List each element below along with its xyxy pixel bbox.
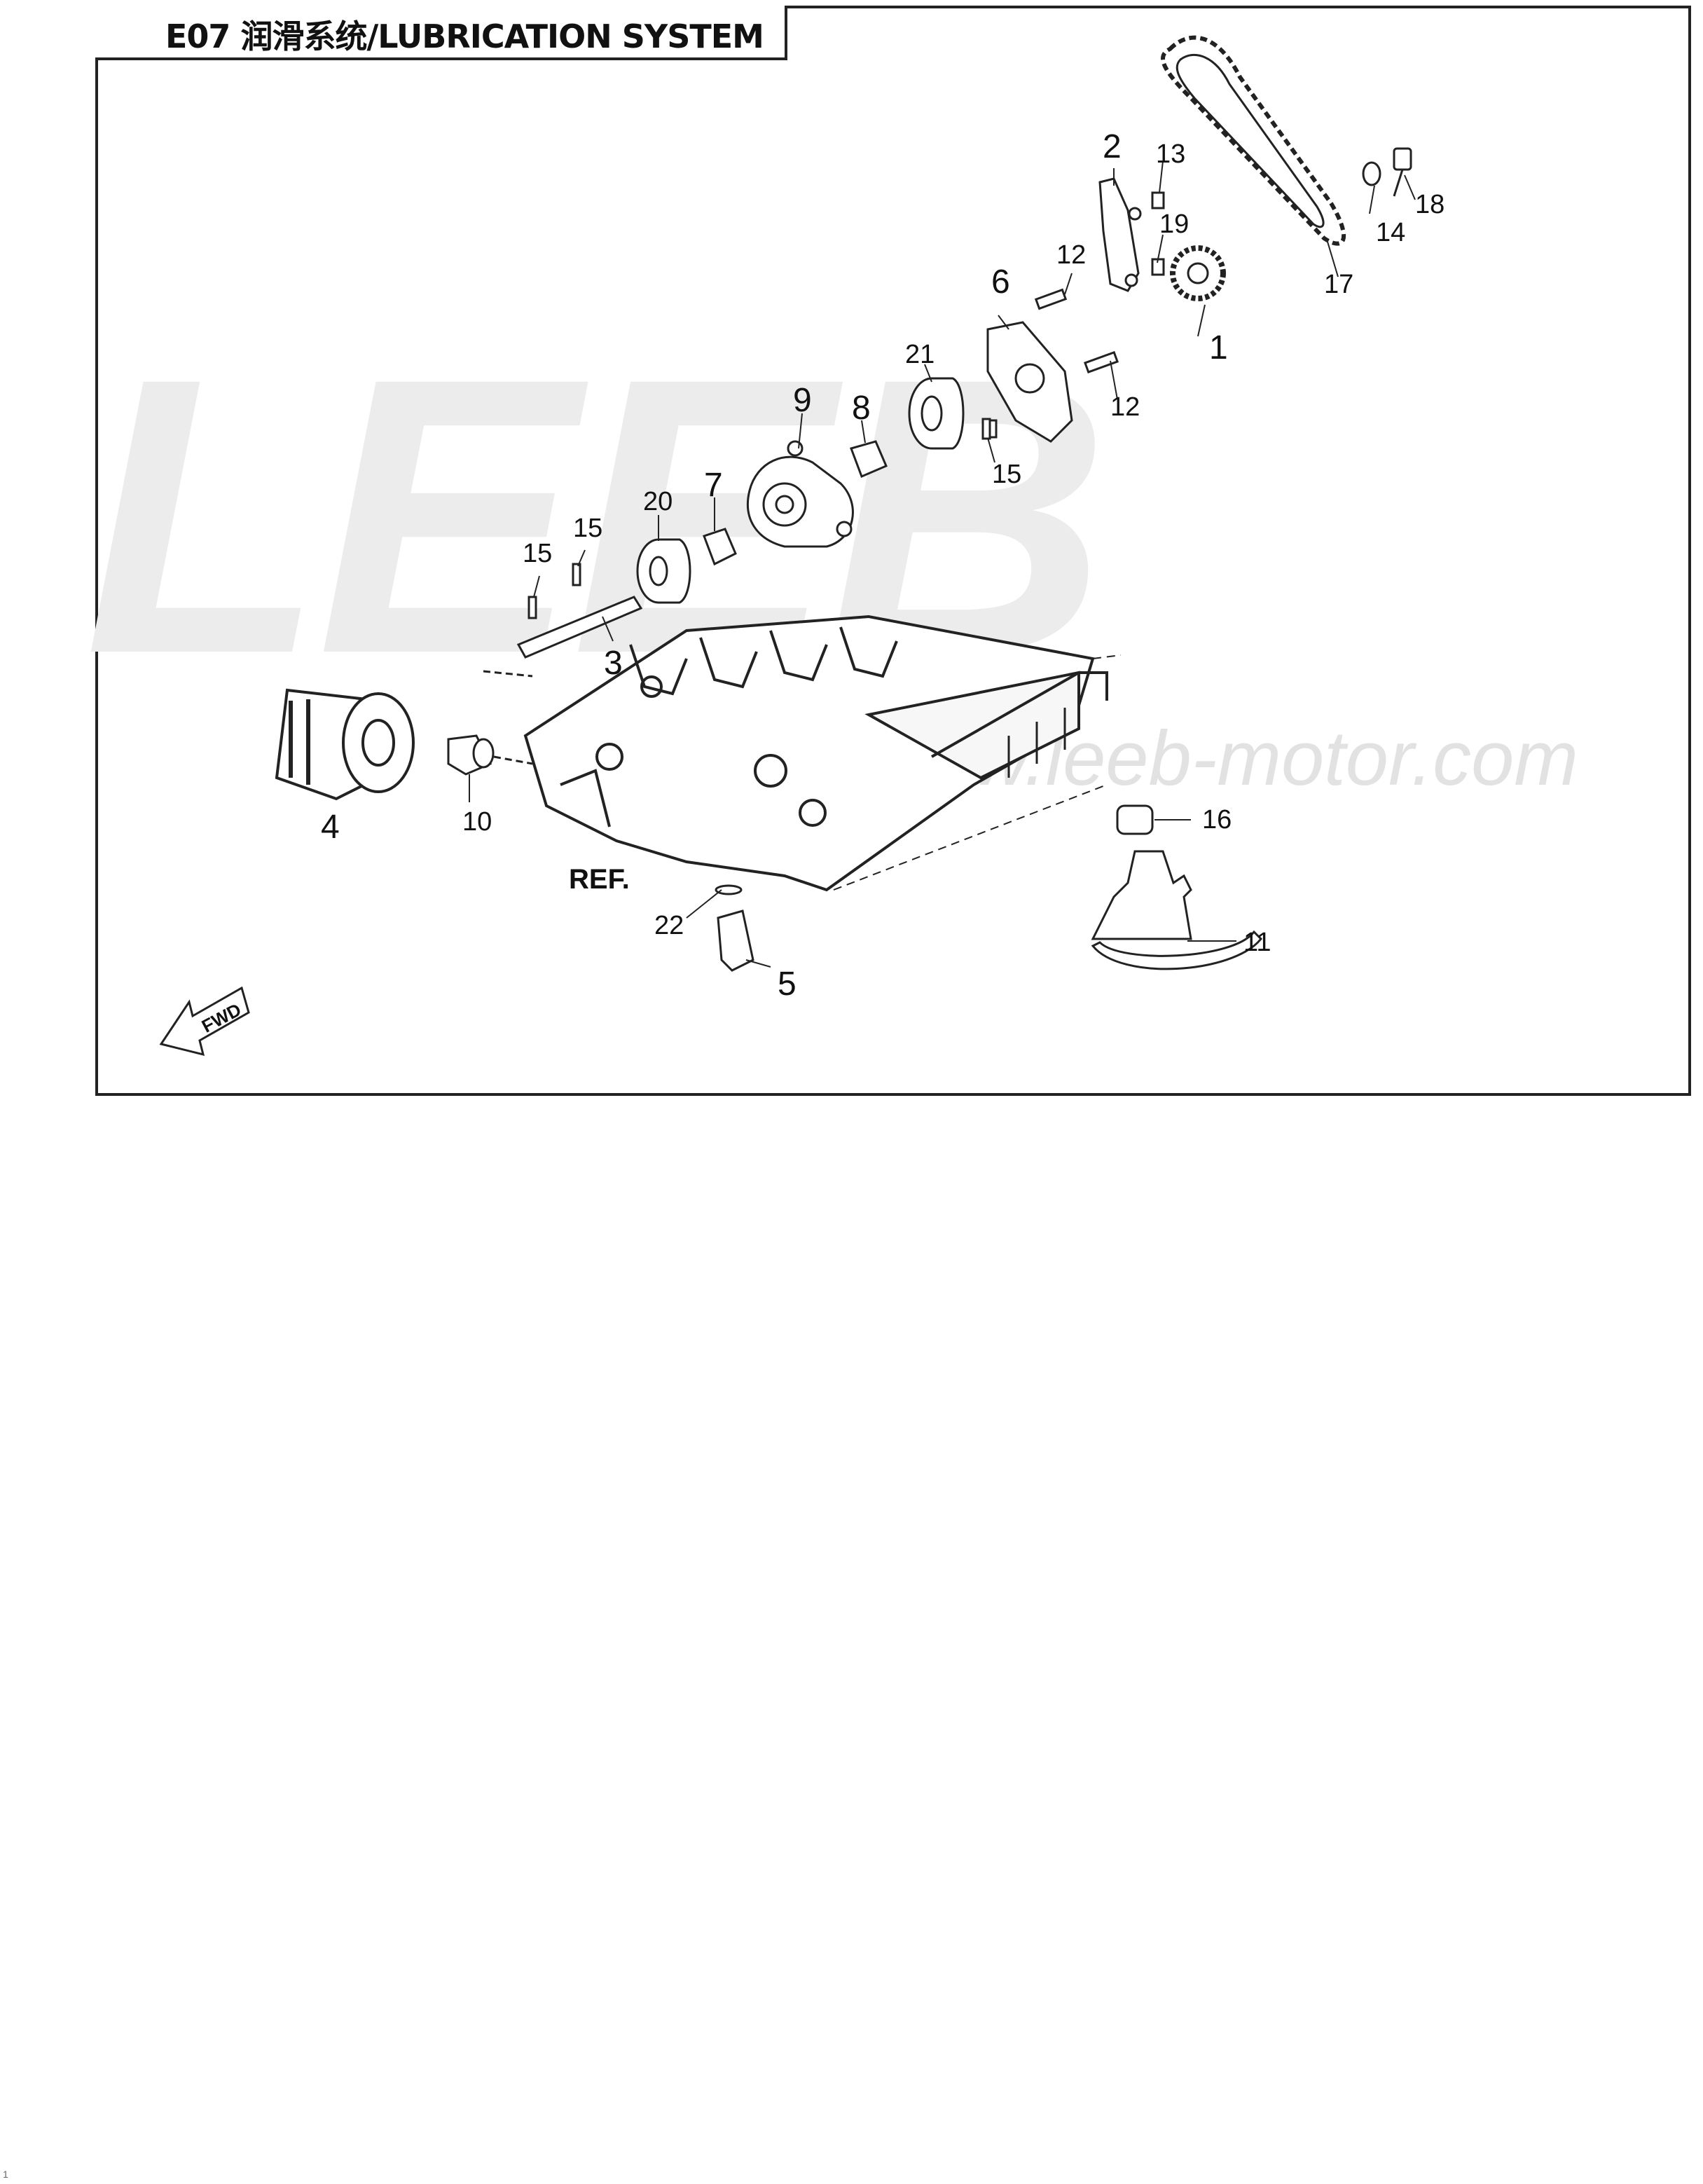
- callout-10: 10: [462, 807, 492, 837]
- lubrication-system-diagram: LEEB www.leeb-motor.com: [84, 35, 1578, 1057]
- callout-8: 8: [852, 390, 871, 427]
- callout-3: 3: [604, 645, 623, 682]
- part-callouts: 1 2 3 4 5 6 7 8 9 10 11 12 12 13 14 15 1…: [321, 128, 1445, 1003]
- inner-rotor-8: [850, 440, 888, 478]
- inner-rotor-7: [703, 528, 737, 566]
- union-bolt-10: [447, 734, 533, 776]
- callout-15-pump: 15: [992, 460, 1021, 489]
- oil-pump-sprocket-1: [1170, 245, 1226, 301]
- oil-filter-4: [275, 688, 415, 801]
- outer-rotor-21: [908, 377, 965, 450]
- callout-5: 5: [778, 966, 797, 1003]
- relief-valve-5: [715, 884, 754, 972]
- callout-20: 20: [643, 487, 673, 516]
- callout-6: 6: [991, 263, 1010, 301]
- callout-18: 18: [1415, 190, 1445, 219]
- oil-strainer-11: [1091, 804, 1263, 970]
- pump-cover-6: [986, 288, 1119, 443]
- callout-1: 1: [1209, 329, 1228, 366]
- callout-7: 7: [704, 467, 723, 504]
- callout-16: 16: [1202, 805, 1232, 835]
- callout-11: 11: [1243, 928, 1271, 957]
- chain-guide-2: [1098, 177, 1165, 292]
- forward-direction-arrow: FWD: [159, 986, 250, 1057]
- callout-17: 17: [1324, 270, 1353, 299]
- diagram-frame: [95, 6, 1691, 1096]
- callout-15-upper: 15: [573, 514, 602, 543]
- title-box: E07 润滑系统/LUBRICATION SYSTEM: [95, 6, 787, 60]
- callout-12-upper: 12: [1056, 240, 1086, 270]
- callout-21: 21: [905, 340, 935, 369]
- timing-chain: [1161, 35, 1346, 246]
- callout-9: 9: [793, 382, 812, 419]
- callout-12-lower: 12: [1110, 392, 1140, 422]
- pump-shaft-3: [483, 418, 991, 678]
- callout-19: 19: [1159, 210, 1189, 239]
- page-number: 1: [3, 2169, 8, 2180]
- leader-lines: [469, 160, 1416, 968]
- pump-body-9: [746, 440, 854, 548]
- callout-22: 22: [654, 911, 684, 940]
- page-title: E07 润滑系统/LUBRICATION SYSTEM: [165, 18, 764, 55]
- lower-crankcase: [523, 614, 1122, 892]
- callout-13: 13: [1156, 139, 1185, 169]
- bolt-18: [1362, 147, 1412, 197]
- callout-2: 2: [1103, 128, 1122, 165]
- outer-rotor-20: [636, 538, 691, 604]
- reference-label: REF.: [569, 864, 630, 895]
- callout-14: 14: [1376, 218, 1405, 247]
- callout-4: 4: [321, 809, 340, 846]
- callout-15-lower: 15: [523, 539, 552, 568]
